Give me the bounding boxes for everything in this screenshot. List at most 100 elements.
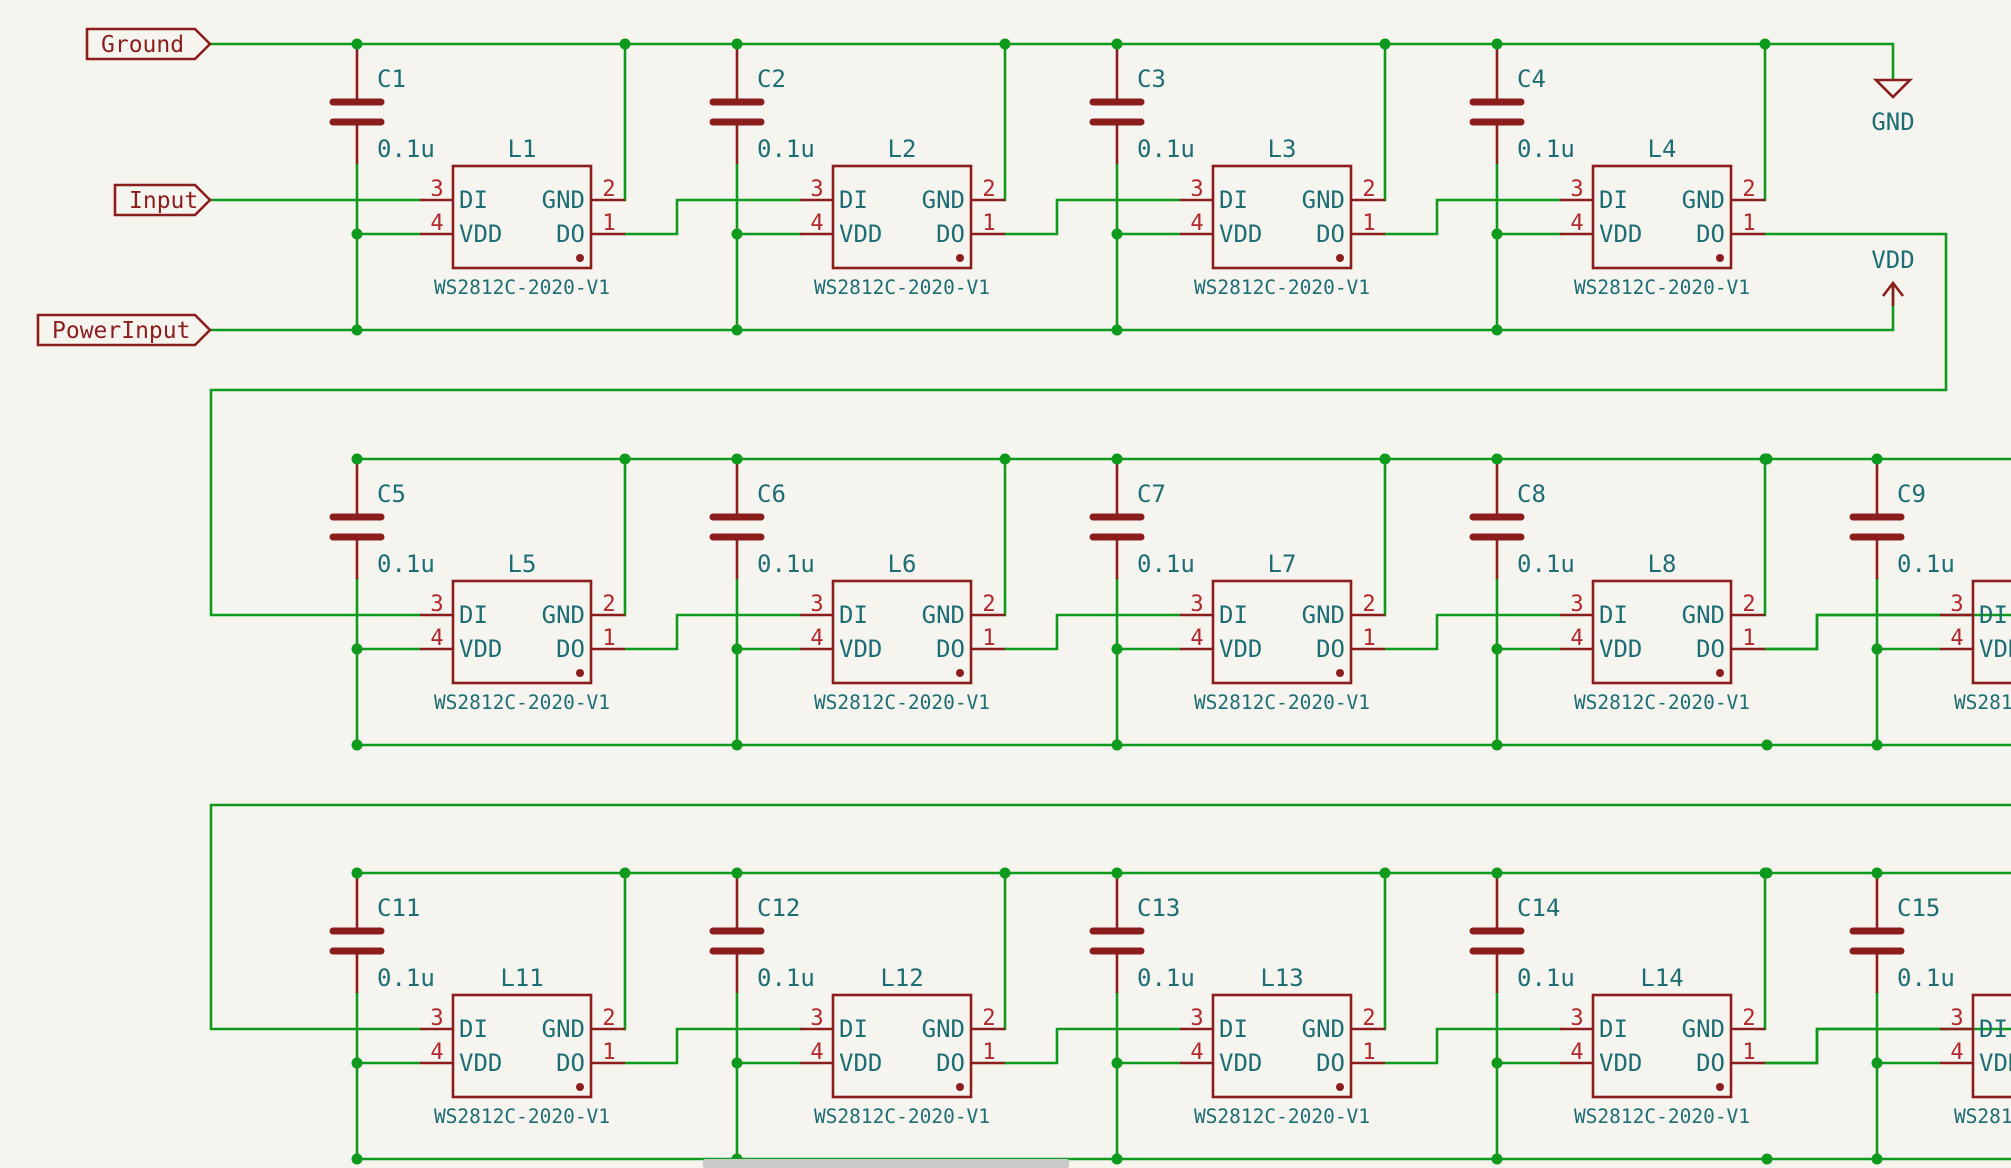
pin-name-do: DO <box>1696 220 1725 248</box>
pin-number-gnd: 2 <box>602 592 615 617</box>
led-cell[interactable] <box>329 44 625 270</box>
global-label-power-input[interactable]: PowerInput <box>36 313 212 347</box>
pin-number-di: 3 <box>1570 1006 1583 1031</box>
pin-number-gnd: 2 <box>982 177 995 202</box>
led-symbol-body[interactable] <box>451 579 593 685</box>
led-symbol-body[interactable] <box>1591 164 1733 270</box>
junction-layer <box>351 38 1883 1165</box>
pin-number-di: 3 <box>430 592 443 617</box>
capacitor-value: 0.1u <box>757 964 815 992</box>
led-symbol-body[interactable] <box>1211 993 1353 1099</box>
led-symbol-body[interactable] <box>831 579 973 685</box>
led-cell[interactable] <box>1469 873 1765 1099</box>
pin-number-do: 1 <box>982 1040 995 1065</box>
wire[interactable] <box>1003 1027 1182 1065</box>
led-value: WS2812C-2020-V1 <box>1574 691 1750 714</box>
junction-dot <box>1759 38 1771 50</box>
led-symbol-body[interactable] <box>1211 579 1353 685</box>
wire[interactable] <box>1383 198 1562 236</box>
wire[interactable] <box>1003 613 1182 651</box>
led-symbol-body[interactable] <box>1211 164 1353 270</box>
global-label-outline <box>85 27 212 61</box>
junction-dot <box>999 453 1011 465</box>
wire[interactable] <box>1003 198 1182 236</box>
junction-dot <box>1111 739 1123 751</box>
global-label-ground[interactable]: Ground <box>85 27 212 61</box>
wire[interactable] <box>1763 1027 2011 1065</box>
capacitor-symbol[interactable] <box>329 873 385 993</box>
led-value: WS2812C-2020-V1 <box>1954 691 2011 714</box>
wire[interactable] <box>208 42 1895 82</box>
capacitor-symbol[interactable] <box>1469 459 1525 579</box>
wire[interactable] <box>623 198 802 236</box>
wire[interactable] <box>209 232 1948 617</box>
led-cell[interactable] <box>1089 459 1385 685</box>
led-cell[interactable] <box>709 44 1005 270</box>
wire[interactable] <box>209 803 2011 1031</box>
vdd-power-symbol[interactable]: VDD <box>1871 246 1915 306</box>
pin-number-vdd: 4 <box>810 211 823 236</box>
led-cell[interactable] <box>1469 44 1765 270</box>
capacitor-symbol[interactable] <box>709 44 765 164</box>
led-cell[interactable] <box>1849 459 2011 685</box>
led-symbol-body[interactable] <box>1591 579 1733 685</box>
capacitor-value: 0.1u <box>1137 550 1195 578</box>
led-symbol-body[interactable] <box>451 993 593 1099</box>
global-label-input[interactable]: Input <box>113 183 212 217</box>
capacitor-symbol[interactable] <box>709 873 765 993</box>
junction-dot <box>999 38 1011 50</box>
capacitor-symbol[interactable] <box>329 44 385 164</box>
led-cell[interactable] <box>1849 873 2011 1099</box>
wire[interactable] <box>1383 613 1562 651</box>
wire[interactable] <box>1763 613 2011 651</box>
junction-dot <box>731 867 743 879</box>
led-value: WS2812C-2020-V1 <box>1954 1105 2011 1128</box>
capacitor-symbol[interactable] <box>1089 873 1145 993</box>
capacitor-symbol[interactable] <box>709 459 765 579</box>
wire[interactable] <box>1383 1027 1562 1065</box>
capacitor-symbol[interactable] <box>329 459 385 579</box>
led-cell[interactable] <box>329 459 625 685</box>
wire[interactable] <box>1763 1027 1942 1065</box>
capacitor-symbol[interactable] <box>1089 44 1145 164</box>
led-cell[interactable] <box>709 459 1005 685</box>
wire[interactable] <box>623 1027 802 1065</box>
led-cell[interactable] <box>1089 44 1385 270</box>
pin-name-di: DI <box>1599 1015 1628 1043</box>
led-cell[interactable] <box>1089 873 1385 1099</box>
capacitor-symbol[interactable] <box>1089 459 1145 579</box>
pin-number-di: 3 <box>810 1006 823 1031</box>
pin-number-di: 3 <box>1570 177 1583 202</box>
capacitor-value: 0.1u <box>377 964 435 992</box>
wire[interactable] <box>623 613 802 651</box>
wire[interactable] <box>1763 613 1942 651</box>
capacitor-symbol[interactable] <box>1849 873 1905 993</box>
pin-name-vdd: VDD <box>459 220 502 248</box>
pin-number-do: 1 <box>602 211 615 236</box>
capacitor-symbol[interactable] <box>1849 459 1905 579</box>
pin-name-gnd: GND <box>542 186 585 214</box>
led-symbol-body[interactable] <box>1971 993 2011 1099</box>
capacitor-reference: C5 <box>377 480 406 508</box>
junction-dot <box>1111 453 1123 465</box>
pin-name-gnd: GND <box>1302 1015 1345 1043</box>
led-symbol-body[interactable] <box>1971 579 2011 685</box>
led-cell[interactable] <box>709 873 1005 1099</box>
led-symbol-body[interactable] <box>1591 993 1733 1099</box>
pin-number-do: 1 <box>602 626 615 651</box>
led-symbol-body[interactable] <box>831 993 973 1099</box>
horizontal-scrollbar[interactable] <box>703 1159 1069 1168</box>
gnd-power-symbol[interactable]: GND <box>1871 78 1915 136</box>
led-cell[interactable] <box>1469 459 1765 685</box>
capacitor-symbol[interactable] <box>1469 44 1525 164</box>
pin-number-gnd: 2 <box>1362 1006 1375 1031</box>
led-cell[interactable] <box>329 873 625 1099</box>
pin-name-vdd: VDD <box>1219 220 1262 248</box>
led-symbol-body[interactable] <box>451 164 593 270</box>
led-symbol-body[interactable] <box>831 164 973 270</box>
junction-dot <box>619 867 631 879</box>
pin-name-di: DI <box>459 601 488 629</box>
capacitor-symbol[interactable] <box>1469 873 1525 993</box>
